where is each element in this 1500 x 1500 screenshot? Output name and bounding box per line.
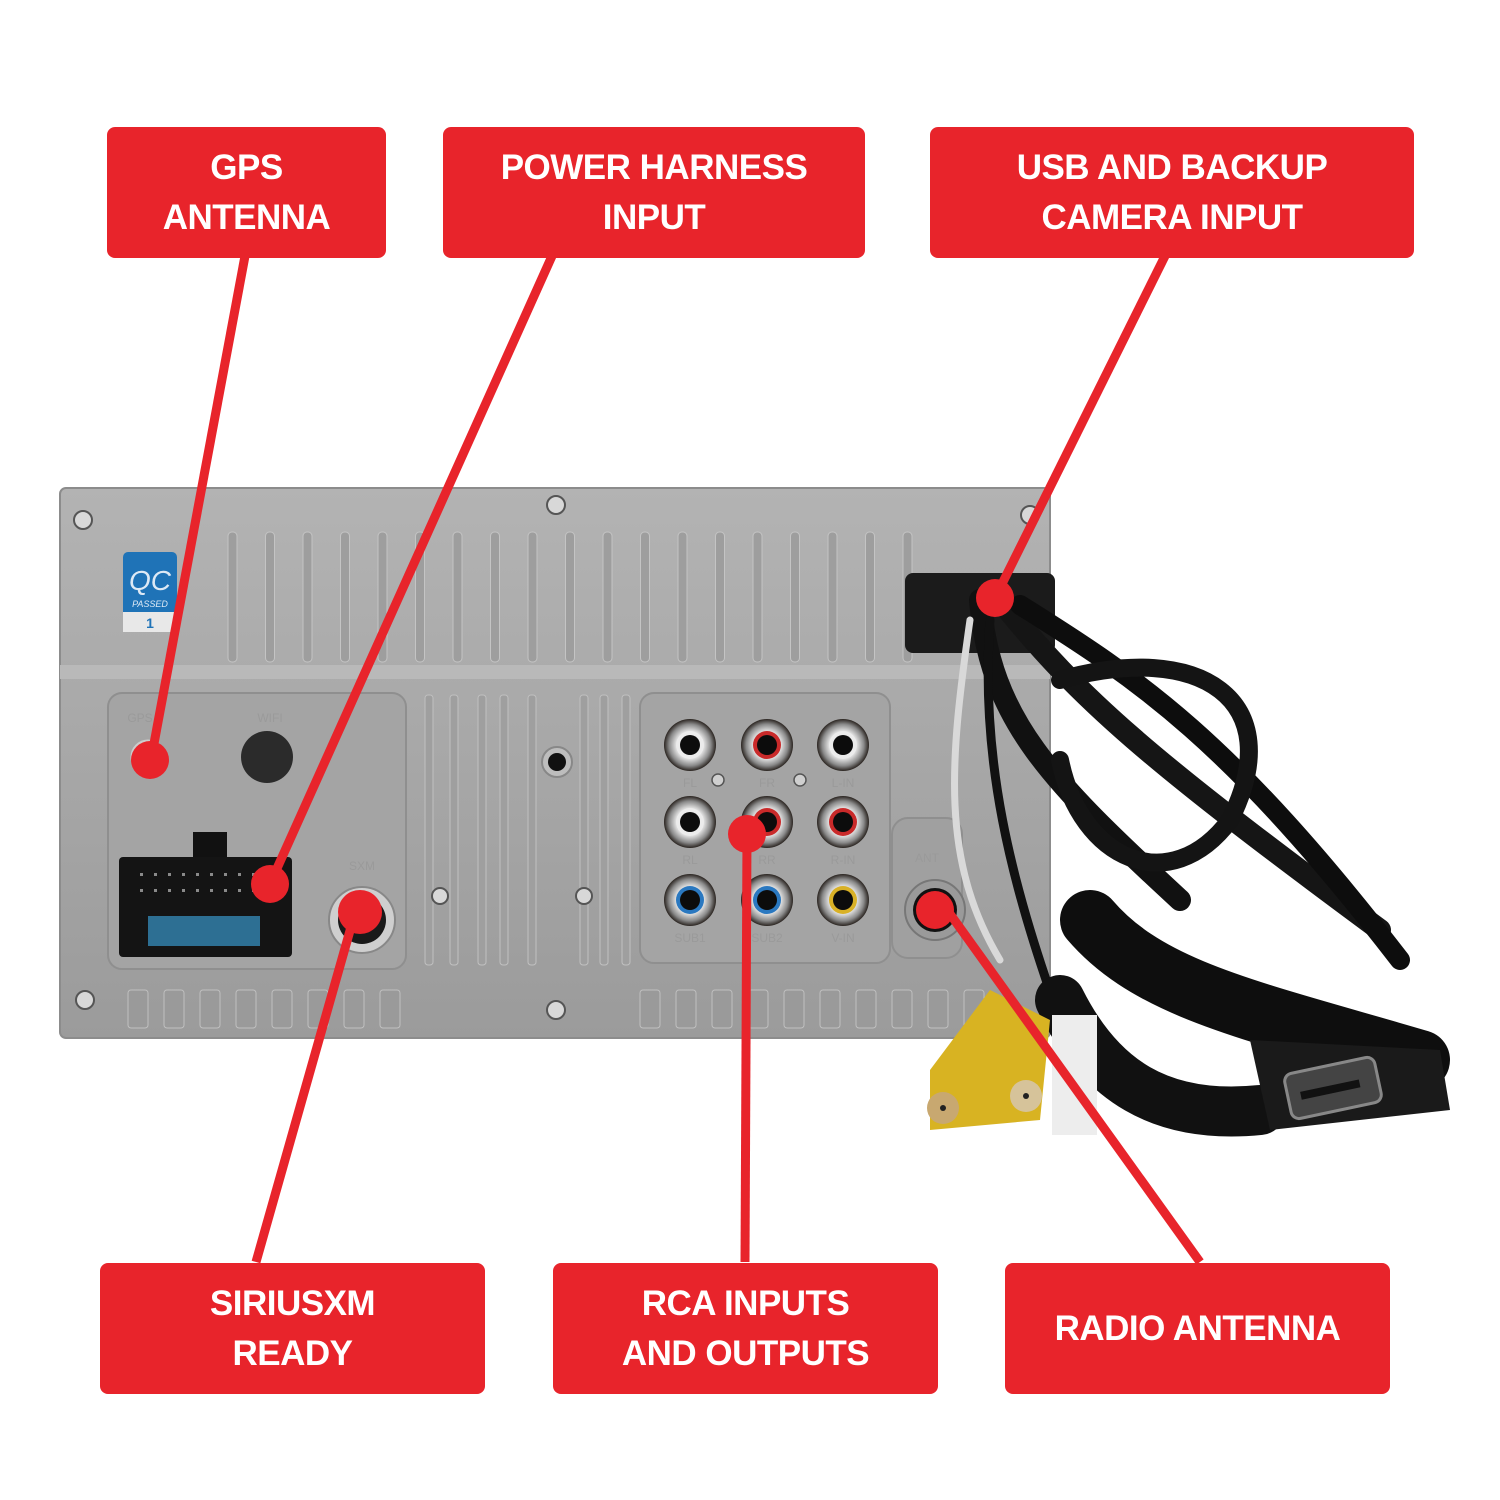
- vent-slot: [227, 531, 238, 663]
- vent-slot: [302, 531, 313, 663]
- vent-slot: [752, 531, 763, 663]
- rca-jack: R-IN: [817, 796, 869, 867]
- rca-jack: FR: [741, 719, 793, 790]
- callout-leader-lines: [145, 253, 1204, 1265]
- rca-jack: SUB1: [664, 874, 716, 945]
- rca-plugs: [927, 990, 1097, 1135]
- vent-slot: [602, 531, 613, 663]
- callout-text: CAMERA INPUT: [1041, 197, 1303, 237]
- vent-slot: [819, 989, 841, 1029]
- vent-slot: [675, 989, 697, 1029]
- callout-power-harness-input: POWER HARNESS INPUT: [443, 127, 865, 258]
- vent-slot: [265, 531, 275, 663]
- rib: [621, 694, 631, 966]
- vent-slot: [127, 989, 149, 1029]
- wifi-antenna-port: [241, 731, 293, 783]
- callout-text: RADIO ANTENNA: [1054, 1308, 1341, 1348]
- vent-slot: [379, 989, 401, 1029]
- rca-jack-label: R-IN: [831, 853, 856, 867]
- vent-slot: [855, 989, 877, 1029]
- rca-jack-label: FL: [683, 776, 697, 790]
- vent-slot: [715, 531, 725, 663]
- power-harness-connector: [119, 832, 292, 957]
- callout-text: POWER HARNESS: [500, 147, 808, 187]
- rca-jack: V-IN: [817, 874, 869, 945]
- callout-siriusxm-ready: SIRIUSXM READY: [100, 1263, 485, 1394]
- callout-usb-backup-camera-input: USB AND BACKUP CAMERA INPUT: [930, 127, 1414, 258]
- callout-text: AND OUTPUTS: [621, 1333, 870, 1373]
- vent-slot: [340, 531, 350, 663]
- callout-radio-antenna: RADIO ANTENNA: [1005, 1263, 1390, 1394]
- rca-jack-label: V-IN: [831, 931, 854, 945]
- vent-slot: [865, 531, 875, 663]
- rca-jack: SUB2: [741, 874, 793, 945]
- vent-slot: [640, 531, 650, 663]
- vent-slot: [927, 989, 949, 1029]
- rib: [449, 694, 459, 966]
- rib: [599, 694, 609, 966]
- vent-slot: [677, 531, 688, 663]
- callout-rca-inputs-outputs: RCA INPUTS AND OUTPUTS: [553, 1263, 938, 1394]
- screw-icon: [73, 495, 1040, 1020]
- qc-title: QC: [129, 565, 172, 596]
- qc-passed-sticker: QC PASSED 1: [123, 552, 177, 632]
- vent-slot: [199, 989, 221, 1029]
- callout-text: READY: [232, 1333, 353, 1373]
- callout-text: RCA INPUTS: [641, 1283, 850, 1323]
- callout-text: USB AND BACKUP: [1016, 147, 1328, 187]
- callout-gps-antenna: GPS ANTENNA: [107, 127, 386, 258]
- rca-jack: FL: [664, 719, 716, 790]
- callout-text: GPS: [210, 147, 283, 187]
- vent-slot: [490, 531, 500, 663]
- vent-slot: [790, 531, 800, 663]
- vent-slot: [565, 531, 575, 663]
- vent-slot: [527, 531, 538, 663]
- vent-slot: [343, 989, 365, 1029]
- rca-jack-label: L-IN: [832, 776, 855, 790]
- callout-text: ANTENNA: [162, 197, 331, 237]
- usb-plug: [1250, 1040, 1450, 1130]
- vent-slot: [891, 989, 913, 1029]
- vent-slot: [711, 989, 733, 1029]
- rib: [579, 694, 589, 966]
- ant-port-label: ANT: [915, 851, 940, 865]
- top-vents: [227, 531, 913, 663]
- rib: [527, 694, 537, 966]
- vent-slot: [639, 989, 661, 1029]
- callout-text: INPUT: [602, 197, 706, 237]
- middle-ribs: [424, 694, 631, 966]
- vent-slot: [271, 989, 293, 1029]
- rca-jack-label: FR: [759, 776, 775, 790]
- qc-status: PASSED: [132, 599, 168, 609]
- vent-slot: [235, 989, 257, 1029]
- rca-jack-label: RL: [682, 853, 698, 867]
- rib: [499, 694, 509, 966]
- vent-slot: [452, 531, 463, 663]
- gps-port-label: GPS: [127, 711, 152, 725]
- rca-jacks: FL FR L-IN RL RR R-IN SUB1 SUB2 V-IN: [664, 719, 869, 945]
- sxm-port-label: SXM: [349, 859, 375, 873]
- rib: [424, 694, 434, 966]
- vent-slot: [163, 989, 185, 1029]
- rca-jack: L-IN: [817, 719, 869, 790]
- callout-anchor-dots: [131, 579, 1014, 934]
- qc-number: 1: [146, 615, 154, 631]
- rca-jack-label: SUB1: [674, 931, 706, 945]
- wifi-port-label: WIFI: [257, 711, 282, 725]
- vent-slot: [747, 989, 769, 1029]
- rca-jack-label: SUB2: [751, 931, 783, 945]
- callout-text: SIRIUSXM: [209, 1283, 376, 1323]
- rca-jack-label: RR: [758, 853, 776, 867]
- rib: [477, 694, 487, 966]
- rca-jack: RL: [664, 796, 716, 867]
- vent-slot: [783, 989, 805, 1029]
- vent-slot: [827, 531, 838, 663]
